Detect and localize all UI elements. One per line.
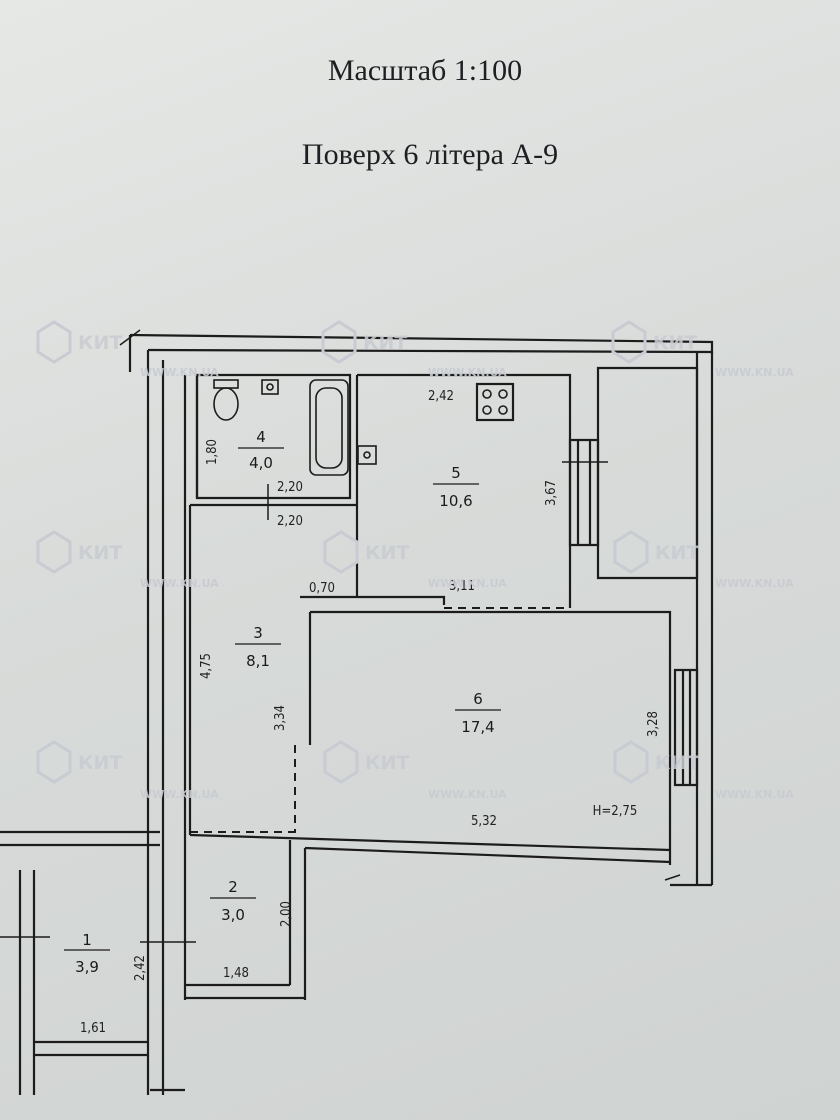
dim-doorway: 0,70 xyxy=(309,581,335,596)
room-5-number: 5 xyxy=(451,464,461,482)
svg-text:КИТ: КИТ xyxy=(78,542,122,564)
watermark-url: WWW.KN.UA xyxy=(428,788,507,801)
room-5-area: 10,6 xyxy=(439,492,472,510)
dim-bath-width: 2,20 xyxy=(277,480,303,495)
walls xyxy=(0,333,714,1095)
room-2-area: 3,0 xyxy=(221,906,245,924)
svg-text:КИТ: КИТ xyxy=(365,542,409,564)
ceiling-height: H=2,75 xyxy=(593,804,638,819)
dim-room6-width: 5,32 xyxy=(471,814,497,829)
svg-text:КИТ: КИТ xyxy=(363,332,407,354)
watermarks: КИТ КИТ КИТ КИТ КИТ КИТ КИТ КИТ xyxy=(36,320,794,801)
floor-title: Поверх 6 літера А-9 xyxy=(301,138,559,171)
room-6-area: 17,4 xyxy=(461,718,494,736)
dimension-labels: 1,80 2,20 2,20 2,42 3,67 0,70 3,11 4,75 … xyxy=(80,389,661,1036)
watermark-logo: КИТ xyxy=(613,530,699,574)
dim-kitchen-bottom: 3,11 xyxy=(449,579,475,594)
watermark-logo: КИТ xyxy=(323,740,409,784)
watermark-logo: КИТ xyxy=(36,320,122,364)
dim-room1-width: 1,61 xyxy=(80,1021,106,1036)
watermark-url: WWW.KN.UA xyxy=(715,788,794,801)
room-2: 2 3,0 xyxy=(210,878,256,924)
room-1-area: 3,9 xyxy=(75,958,99,976)
dim-hall-width: 1,48 xyxy=(223,966,249,981)
fixtures xyxy=(213,379,515,476)
dim-kitchen-height: 3,67 xyxy=(544,480,559,506)
svg-text:КИТ: КИТ xyxy=(78,752,122,774)
watermark-url: WWW.KN.UA xyxy=(428,366,507,379)
room-1: 1 3,9 xyxy=(64,931,110,976)
room-6: 6 17,4 xyxy=(455,690,501,736)
watermark-url: WWW.KN.UA xyxy=(715,366,794,379)
svg-text:КИТ: КИТ xyxy=(653,332,697,354)
watermark-logo: КИТ xyxy=(323,530,409,574)
room-3-area: 8,1 xyxy=(246,652,270,670)
room-4-number: 4 xyxy=(256,428,266,446)
dim-bath-height: 1,80 xyxy=(205,439,220,465)
watermark-url: WWW.KN.UA xyxy=(140,366,219,379)
room-4: 4 4,0 xyxy=(238,428,284,472)
room-6-number: 6 xyxy=(473,690,483,708)
watermark-logo: КИТ xyxy=(321,320,407,364)
svg-text:КИТ: КИТ xyxy=(365,752,409,774)
dim-room6-inner: 3,34 xyxy=(273,705,288,731)
room-2-number: 2 xyxy=(228,878,238,896)
room-4-area: 4,0 xyxy=(249,454,273,472)
watermark-logo: КИТ xyxy=(36,530,122,574)
watermark-url: WWW.KN.UA xyxy=(715,577,794,590)
dimension-ticks xyxy=(0,329,681,943)
room-1-number: 1 xyxy=(82,931,92,949)
room-3-number: 3 xyxy=(253,624,263,642)
dim-kitchen-width: 2,42 xyxy=(428,389,454,404)
bathtub-inner xyxy=(315,387,343,469)
room-labels: 1 3,9 2 3,0 3 8,1 4 4,0 5 10,6 6 17,4 xyxy=(64,428,501,976)
kitchen-sink xyxy=(357,445,377,465)
bathtub xyxy=(309,379,349,476)
watermark-url: WWW.KN.UA xyxy=(428,577,507,590)
watermark-url: WWW.KN.UA xyxy=(140,577,219,590)
openings xyxy=(190,510,570,833)
svg-text:КИТ: КИТ xyxy=(78,332,122,354)
sink xyxy=(261,379,279,395)
dim-hall-height: 2,00 xyxy=(279,901,294,927)
room-3: 3 8,1 xyxy=(235,624,281,670)
svg-text:КИТ: КИТ xyxy=(655,542,699,564)
dim-room1-height: 2,42 xyxy=(133,955,148,981)
toilet-tank xyxy=(213,379,239,389)
room-5: 5 10,6 xyxy=(433,464,479,510)
stove xyxy=(475,382,515,422)
dim-corridor-height: 4,75 xyxy=(199,653,214,679)
toilet xyxy=(213,387,239,421)
dim-room6-height: 3,28 xyxy=(646,711,661,737)
watermark-logo: КИТ xyxy=(36,740,122,784)
dim-corridor-top: 2,20 xyxy=(277,514,303,529)
watermark-logo: КИТ xyxy=(613,740,699,784)
scale-title: Масштаб 1:100 xyxy=(327,54,523,87)
svg-text:КИТ: КИТ xyxy=(655,752,699,774)
watermark-url: WWW.KN.UA xyxy=(140,788,219,801)
watermark-logo: КИТ xyxy=(611,320,697,364)
